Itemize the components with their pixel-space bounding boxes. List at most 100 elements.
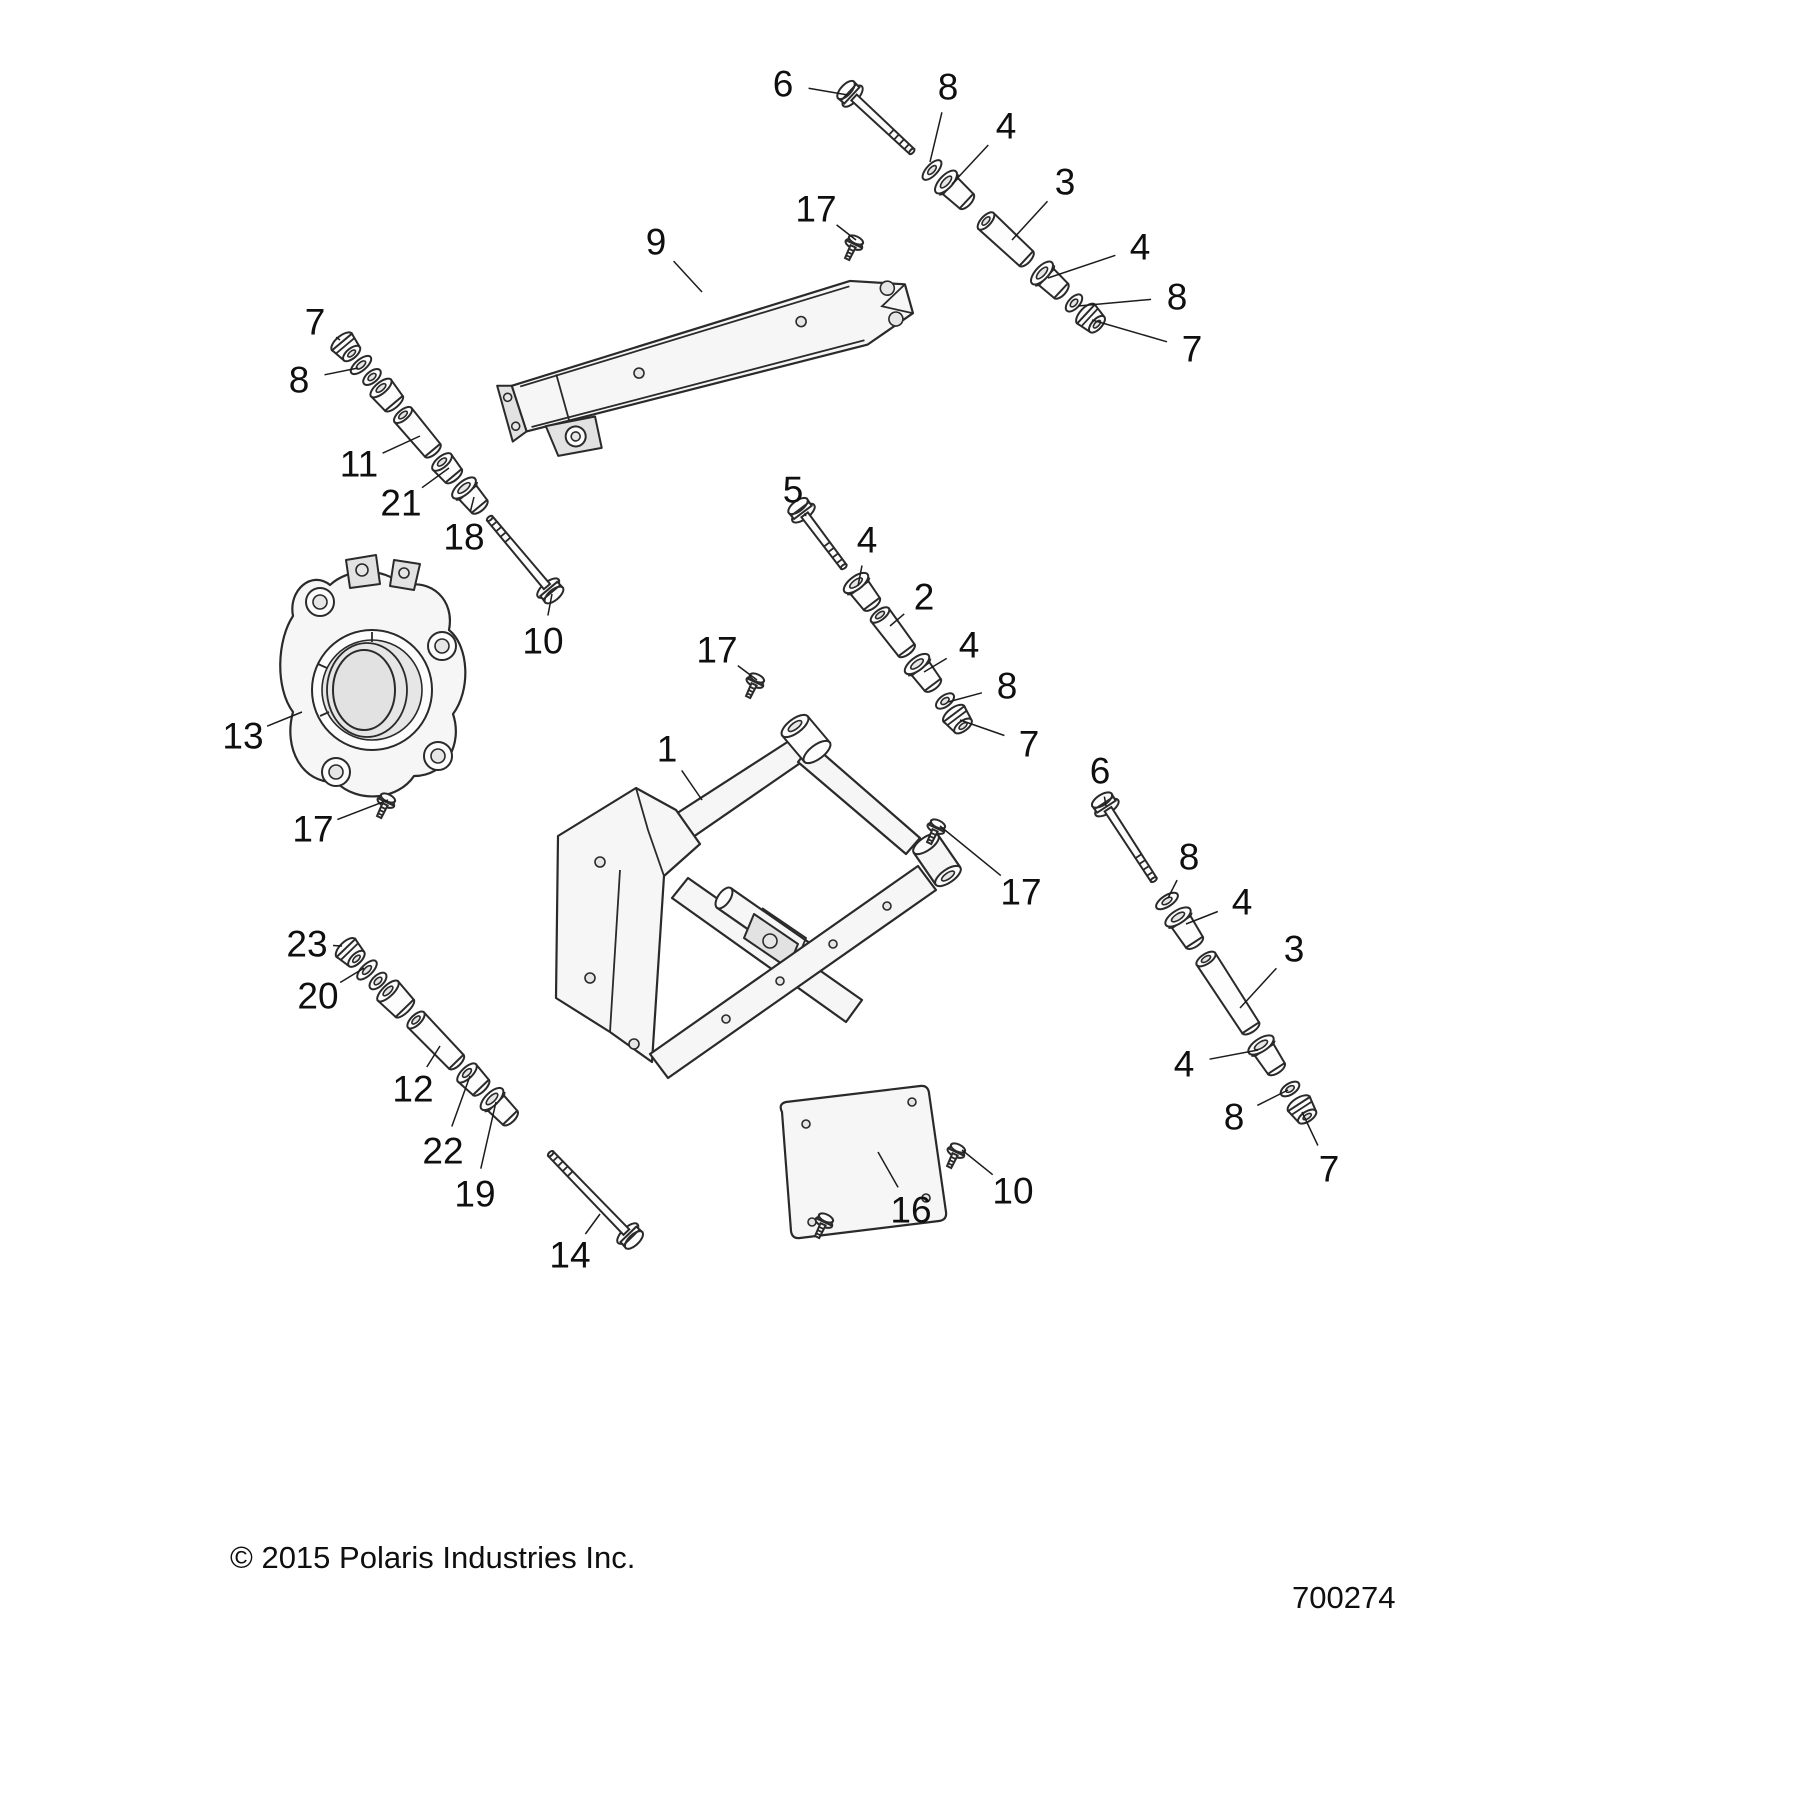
guard-plate-hole	[907, 1097, 917, 1107]
callout: 5	[783, 470, 807, 517]
callout-number: 11	[340, 444, 378, 485]
callout: 11	[340, 435, 421, 485]
tapping-screw	[375, 792, 397, 820]
callout-leader-line	[877, 1151, 899, 1188]
callout-leader-line	[584, 1213, 601, 1235]
pivot-bushing	[1164, 906, 1205, 950]
callout-number: 4	[857, 520, 878, 561]
callout-leader-line	[1239, 967, 1277, 1009]
callout-number: 7	[1182, 329, 1203, 370]
hub-ear-hole	[434, 638, 450, 654]
callout-number: 17	[696, 630, 737, 671]
callout-leader-line	[480, 1101, 497, 1169]
callout: 4	[1047, 227, 1151, 279]
callout: 6	[773, 64, 849, 105]
upper-arm-fork-hole	[879, 280, 896, 296]
callout-number: 22	[422, 1131, 463, 1172]
callout-number: 8	[289, 360, 310, 401]
callout-number: 8	[1179, 837, 1200, 878]
pivot-tube-spacer	[406, 1010, 466, 1071]
callout-number: 23	[286, 924, 327, 965]
pivot-bushing	[479, 1086, 519, 1127]
callout: 17	[795, 189, 857, 241]
callout-leader-line	[426, 1045, 441, 1068]
callout: 1	[657, 729, 703, 801]
pivot-bushing	[903, 652, 943, 693]
lower-arm-cross-tube-end	[714, 886, 734, 910]
callout: 3	[1239, 929, 1305, 1009]
lower-arm-left-bracket	[554, 786, 702, 1064]
flange-nut	[1286, 1094, 1318, 1125]
callout-leader-line	[332, 944, 343, 947]
diagram-number: 700274	[1292, 1580, 1395, 1615]
callout: 8	[289, 360, 359, 401]
callout: 4	[1185, 882, 1252, 925]
hub-ear-hole	[312, 594, 328, 610]
spacer-bushing	[376, 979, 416, 1019]
callout: 2	[889, 577, 934, 627]
callout: 13	[222, 711, 303, 757]
callout-number: 9	[646, 222, 667, 263]
callout-number: 7	[305, 302, 326, 343]
callout-number: 18	[443, 517, 484, 558]
callout: 4	[923, 625, 979, 673]
callout-leader-line	[951, 144, 989, 185]
callout-number: 19	[454, 1174, 495, 1215]
hub-bore-depth	[326, 642, 408, 738]
spacer-bushing	[456, 1062, 491, 1097]
pivot-bushing	[1030, 260, 1070, 300]
callout: 8	[1077, 277, 1188, 318]
callout: 10	[961, 1149, 1034, 1212]
guard-plate-body	[779, 1084, 948, 1240]
callout-number: 8	[938, 67, 959, 108]
lower-arm-bracket-hole	[584, 972, 596, 984]
flange-bolt	[787, 496, 848, 571]
lower-arm-bottom-rail	[648, 864, 938, 1080]
callout: 10	[522, 593, 564, 662]
callout-number: 8	[1167, 277, 1188, 318]
callout-leader-line	[266, 711, 303, 727]
upper-arm-fork-hole	[888, 311, 904, 327]
lower-arm-rivet	[828, 939, 838, 949]
upper-arm-bracket-hole	[502, 392, 513, 403]
lower-arm-bracket-hole	[594, 856, 606, 868]
pivot-tube-spacer	[392, 405, 442, 459]
callout-number: 3	[1284, 929, 1305, 970]
lower-arm-rivet	[775, 976, 785, 986]
callout: 7	[305, 302, 341, 343]
flange-nut	[334, 936, 366, 968]
flange-bolt	[546, 1149, 645, 1250]
lower-arm-rivet	[882, 901, 892, 911]
hub-ear-hole	[328, 764, 344, 780]
flange-bolt	[836, 79, 916, 156]
lower-arm-rivet	[721, 1014, 731, 1024]
callout-leader-line	[1091, 319, 1168, 343]
callout-leader-line	[547, 593, 553, 616]
flange-bolt	[485, 514, 565, 605]
callout-number: 7	[1019, 724, 1040, 765]
callout: 17	[696, 630, 758, 681]
callout-number: 14	[549, 1235, 590, 1276]
washer	[1279, 1080, 1301, 1098]
callout: 23	[286, 924, 343, 965]
callout-leader-line	[1185, 910, 1219, 925]
flange-bolt	[1090, 791, 1158, 884]
hardware-parts	[330, 79, 1318, 1250]
tapping-screw	[744, 672, 766, 700]
callout-number: 6	[1090, 751, 1111, 792]
callout-number: 16	[890, 1190, 931, 1231]
spacer-bushing	[369, 377, 405, 413]
lower-arm-apex-tube-hole	[787, 719, 803, 733]
pivot-tube-spacer	[1195, 950, 1261, 1036]
callout-number: 10	[992, 1171, 1033, 1212]
callout-number: 7	[1319, 1149, 1340, 1190]
lower-control-arm	[554, 713, 962, 1080]
washer	[1155, 891, 1179, 911]
callout: 16	[877, 1151, 932, 1231]
callout-leader-line	[947, 692, 983, 703]
callout-number: 4	[1130, 227, 1151, 268]
callout-number: 17	[795, 189, 836, 230]
